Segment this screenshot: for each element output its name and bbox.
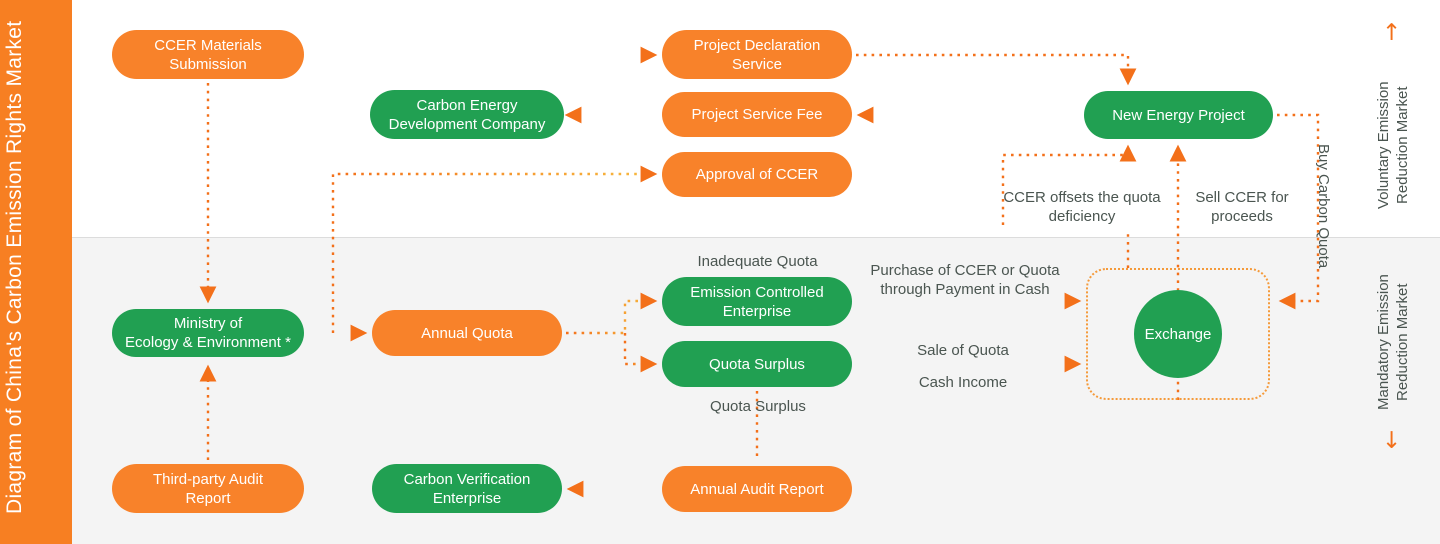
- node-quota-surplus[interactable]: Quota Surplus: [662, 341, 852, 387]
- exchange-container: [1086, 268, 1270, 400]
- annotation-buy-carbon-quota: Buy Carbon Quota: [1315, 143, 1332, 269]
- node-carbon-verification-enterprise[interactable]: Carbon Verification Enterprise: [372, 464, 562, 513]
- node-label: Project Declaration Service: [693, 36, 821, 73]
- node-annual-quota[interactable]: Annual Quota: [372, 310, 562, 356]
- node-third-party-audit-report[interactable]: Third-party Audit Report: [112, 464, 304, 513]
- node-label: New Energy Project: [1112, 106, 1245, 124]
- node-label: Approval of CCER: [695, 166, 819, 183]
- annotation-sell-ccer-for-proceeds: Sell CCER for proceeds: [1195, 189, 1289, 225]
- voluntary-market-label: Voluntary Emission Reduction Market: [1375, 81, 1411, 209]
- up-arrow-icon: ↑: [1382, 20, 1402, 46]
- node-exchange[interactable]: Exchange: [1134, 290, 1222, 378]
- annotation-inadequate-quota: Inadequate Quota: [697, 253, 818, 270]
- node-carbon-energy-development-company[interactable]: Carbon Energy Development Company: [370, 90, 564, 139]
- annotation-quota-surplus-flow: Quota Surplus: [710, 398, 806, 415]
- node-label: Project Service Fee: [691, 106, 823, 123]
- node-label: Emission Controlled Enterprise: [690, 283, 824, 320]
- node-label: Ministry of Ecology & Environment *: [125, 315, 291, 351]
- node-project-service-fee[interactable]: Project Service Fee: [662, 92, 852, 137]
- annotation-purchase-of-ccer-or-quota: Purchase of CCER or Quota through Paymen…: [870, 262, 1060, 298]
- down-arrow-icon: ↓: [1382, 428, 1402, 454]
- node-label: Annual Audit Report: [690, 480, 824, 498]
- title-bar: Diagram of China's Carbon Emission Right…: [0, 0, 72, 544]
- node-annual-audit-report[interactable]: Annual Audit Report: [662, 466, 852, 512]
- node-project-declaration-service[interactable]: Project Declaration Service: [662, 30, 852, 79]
- node-ministry-of-ecology-and-environment[interactable]: Ministry of Ecology & Environment *: [112, 309, 304, 357]
- node-emission-controlled-enterprise[interactable]: Emission Controlled Enterprise: [662, 277, 852, 326]
- node-label: Annual Quota: [421, 324, 513, 342]
- node-label: Carbon Energy Development Company: [388, 96, 546, 133]
- node-label: Carbon Verification Enterprise: [403, 470, 531, 507]
- annotation-ccer-offsets-quota-deficiency: CCER offsets the quota deficiency: [1003, 189, 1161, 225]
- node-label: CCER Materials Submission: [154, 36, 262, 73]
- node-label: Quota Surplus: [709, 355, 805, 373]
- node-ccer-materials-submission[interactable]: CCER Materials Submission: [112, 30, 304, 79]
- annotation-cash-income: Cash Income: [918, 374, 1008, 391]
- node-new-energy-project[interactable]: New Energy Project: [1084, 91, 1273, 139]
- mandatory-market-label: Mandatory Emission Reduction Market: [1375, 274, 1411, 410]
- node-label: Exchange: [1144, 325, 1212, 343]
- annotation-sale-of-quota: Sale of Quota: [917, 342, 1009, 359]
- node-approval-of-ccer[interactable]: Approval of CCER: [662, 152, 852, 197]
- node-label: Third-party Audit Report: [152, 470, 264, 507]
- page-title: Diagram of China's Carbon Emission Right…: [3, 20, 26, 514]
